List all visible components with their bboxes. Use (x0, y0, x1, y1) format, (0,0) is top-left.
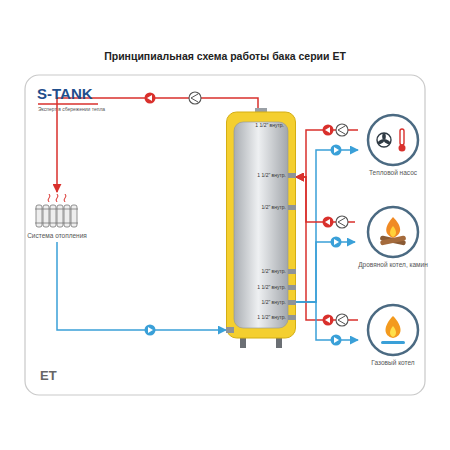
pump-symbol (336, 216, 348, 228)
flow-arrow (331, 145, 342, 156)
diagram-title: Принципиальная схема работы бака серии E… (0, 50, 450, 62)
pump-symbol (189, 92, 201, 104)
fitting-size: 1/2" внутр. (262, 268, 287, 274)
supply-pipe (296, 177, 355, 222)
return-pipe (296, 242, 355, 302)
node-label: Система отопления (24, 232, 90, 240)
boiler-node: Газовый котел (358, 303, 428, 369)
flow-arrow (145, 325, 156, 336)
return-pipe (57, 242, 226, 330)
boiler-icon (358, 303, 428, 359)
radiator-node: Система отопления (24, 192, 90, 242)
buffer-tank: 1 1/2" внутр. 1 1/2" внутр. 1/2" внутр. 1/2… (226, 108, 296, 348)
pump-symbol (336, 314, 348, 326)
node-label: Газовый котел (358, 359, 428, 367)
node-label: Тепловой насос (358, 169, 428, 177)
supply-pipe (296, 177, 358, 320)
series-mark: ET (40, 368, 57, 383)
fitting-size: 1 1/2" внутр. (257, 314, 286, 320)
frame (25, 75, 425, 395)
flow-arrow (323, 125, 334, 136)
logo-mark (38, 103, 98, 105)
boiler-icon (355, 205, 431, 261)
flow-arrow (323, 217, 334, 228)
supply-pipe (296, 130, 358, 177)
flow-arrow (331, 237, 342, 248)
radiator-icon (24, 192, 90, 232)
fitting-size: 1 1/2" внутр. (257, 172, 286, 178)
node-label: Дровяной котел, камин (355, 261, 431, 269)
tank-drawing (226, 108, 296, 348)
pump-symbol (336, 124, 348, 136)
logo-text: S-TANK (37, 85, 93, 102)
boiler-icon (358, 113, 428, 169)
flow-arrow (145, 93, 156, 104)
fitting-size: 1 1/2" внутр. (257, 284, 286, 290)
flow-arrow (331, 335, 342, 346)
boiler-node: Дровяной котел, камин (355, 205, 431, 271)
fitting-size: 1 1/2" внутр. (255, 122, 284, 128)
fitting-size: 1/2" внутр. (262, 299, 287, 305)
flow-arrow (323, 315, 334, 326)
boiler-node: Тепловой насос (358, 113, 428, 179)
logo-subtitle: Эксперт в сбережении тепла (38, 106, 105, 112)
fitting-size: 1/2" внутр. (262, 204, 287, 210)
return-pipe (296, 302, 358, 340)
